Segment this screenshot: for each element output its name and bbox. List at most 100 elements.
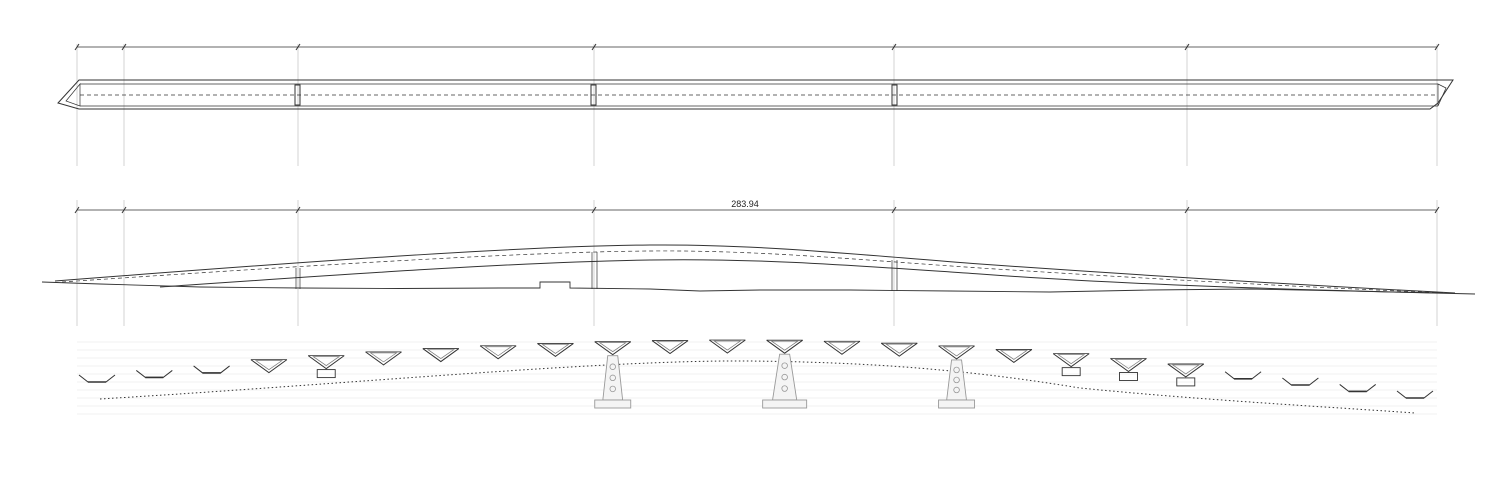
cross-section (250, 359, 288, 374)
section-deck-inner (827, 341, 857, 352)
section-abutment (1119, 372, 1138, 381)
section-deck-inner (541, 344, 570, 354)
section-deck-inner (254, 360, 284, 371)
elevation-pier-2 (591, 252, 598, 289)
cross-section (193, 365, 230, 374)
cross-section (365, 351, 402, 366)
ground-line (41, 281, 1476, 295)
pier-opening (953, 376, 960, 384)
section-deck (823, 340, 861, 355)
section-deck (995, 349, 1033, 364)
pier-opening (781, 385, 788, 392)
section-deck (938, 345, 975, 360)
plan-dimension-tick (121, 43, 127, 51)
cross-section (1167, 363, 1205, 387)
elevation-length-label: 283.94 (731, 199, 759, 209)
cross-section (479, 345, 517, 360)
section-deck (1052, 353, 1090, 368)
elevation-dimension-ticks (74, 206, 1440, 214)
elevation-dimension-tick (295, 206, 301, 214)
cross-section (651, 340, 689, 355)
pier-opening (609, 385, 616, 393)
station-grid-lines (76, 44, 1438, 326)
cross-section (762, 339, 808, 409)
section-deck (1396, 390, 1434, 399)
section-deck-inner (999, 350, 1028, 360)
section-deck-inner (885, 343, 914, 354)
section-deck (880, 342, 918, 357)
plan-west-end-detail (65, 83, 81, 107)
section-deck (537, 343, 574, 358)
plan-pier-3 (891, 84, 898, 106)
section-deck-inner (598, 342, 627, 353)
section-deck-inner (312, 356, 341, 367)
plan-dimension-tick (1184, 43, 1190, 51)
section-deck-inner (1171, 364, 1200, 375)
section-deck (422, 348, 460, 363)
cross-section (1282, 377, 1319, 386)
cross-section (709, 339, 746, 354)
cross-section (537, 343, 574, 358)
section-deck-inner (369, 352, 398, 363)
plan-east-end-detail (1437, 83, 1447, 107)
pier-opening (953, 366, 960, 374)
section-deck-inner (713, 340, 742, 351)
section-ground-profile (99, 360, 1416, 414)
section-deck (651, 340, 689, 355)
cross-section (1339, 384, 1377, 393)
plan-dimension-tick (74, 43, 80, 51)
section-deck-inner (484, 346, 513, 357)
section-deck (1110, 358, 1147, 373)
plan-pier-2 (590, 84, 597, 106)
section-abutment (1061, 367, 1081, 377)
deck-soffit-profile (159, 259, 1441, 294)
section-guide-lines (77, 341, 1437, 415)
cross-section (995, 349, 1033, 364)
pier-footing (594, 399, 632, 409)
section-deck-inner (1114, 359, 1143, 369)
deck-centerline-profile (61, 250, 1449, 294)
cross-section-sequence (78, 339, 1434, 409)
section-abutment (1176, 377, 1196, 387)
section-deck (1282, 377, 1319, 386)
cross-section (938, 345, 976, 409)
section-deck (709, 339, 746, 354)
elevation-dimension-tick (1184, 206, 1190, 214)
plan-dimension-tick (295, 43, 301, 51)
cross-section (422, 348, 460, 363)
cross-section (823, 340, 861, 355)
elevation-dimension-tick (121, 206, 127, 214)
section-deck (250, 359, 288, 374)
cross-section (1110, 358, 1147, 381)
pier-opening (953, 386, 960, 394)
section-deck (307, 355, 345, 370)
plan-dimension-tick (1434, 43, 1440, 51)
cross-section (1224, 371, 1262, 380)
section-deck-inner (655, 341, 685, 351)
section-abutment (316, 369, 336, 379)
pier-shaft (602, 355, 624, 401)
pier-opening (609, 363, 616, 370)
plan-view (57, 43, 1454, 110)
section-deck (479, 345, 517, 360)
deck-top-profile (54, 244, 1456, 294)
plan-dimension-ticks (74, 43, 1440, 51)
section-deck (78, 374, 116, 383)
section-deck-inner (770, 340, 799, 351)
cross-section (307, 355, 345, 379)
elevation-view: 283.94 (41, 199, 1476, 295)
cross-section (1052, 353, 1090, 377)
section-deck (1167, 363, 1205, 378)
cross-section (594, 341, 632, 409)
plan-pier-1 (294, 84, 301, 106)
elevation-pier-1 (295, 268, 301, 289)
section-deck-inner (1057, 354, 1086, 365)
cross-section (78, 374, 116, 383)
elevation-dimension-tick (74, 206, 80, 214)
elevation-dimension-tick (891, 206, 897, 214)
section-deck (1339, 384, 1377, 392)
elevation-dimension-tick (1434, 206, 1440, 214)
section-deck (193, 365, 230, 374)
section-deck (766, 339, 803, 354)
